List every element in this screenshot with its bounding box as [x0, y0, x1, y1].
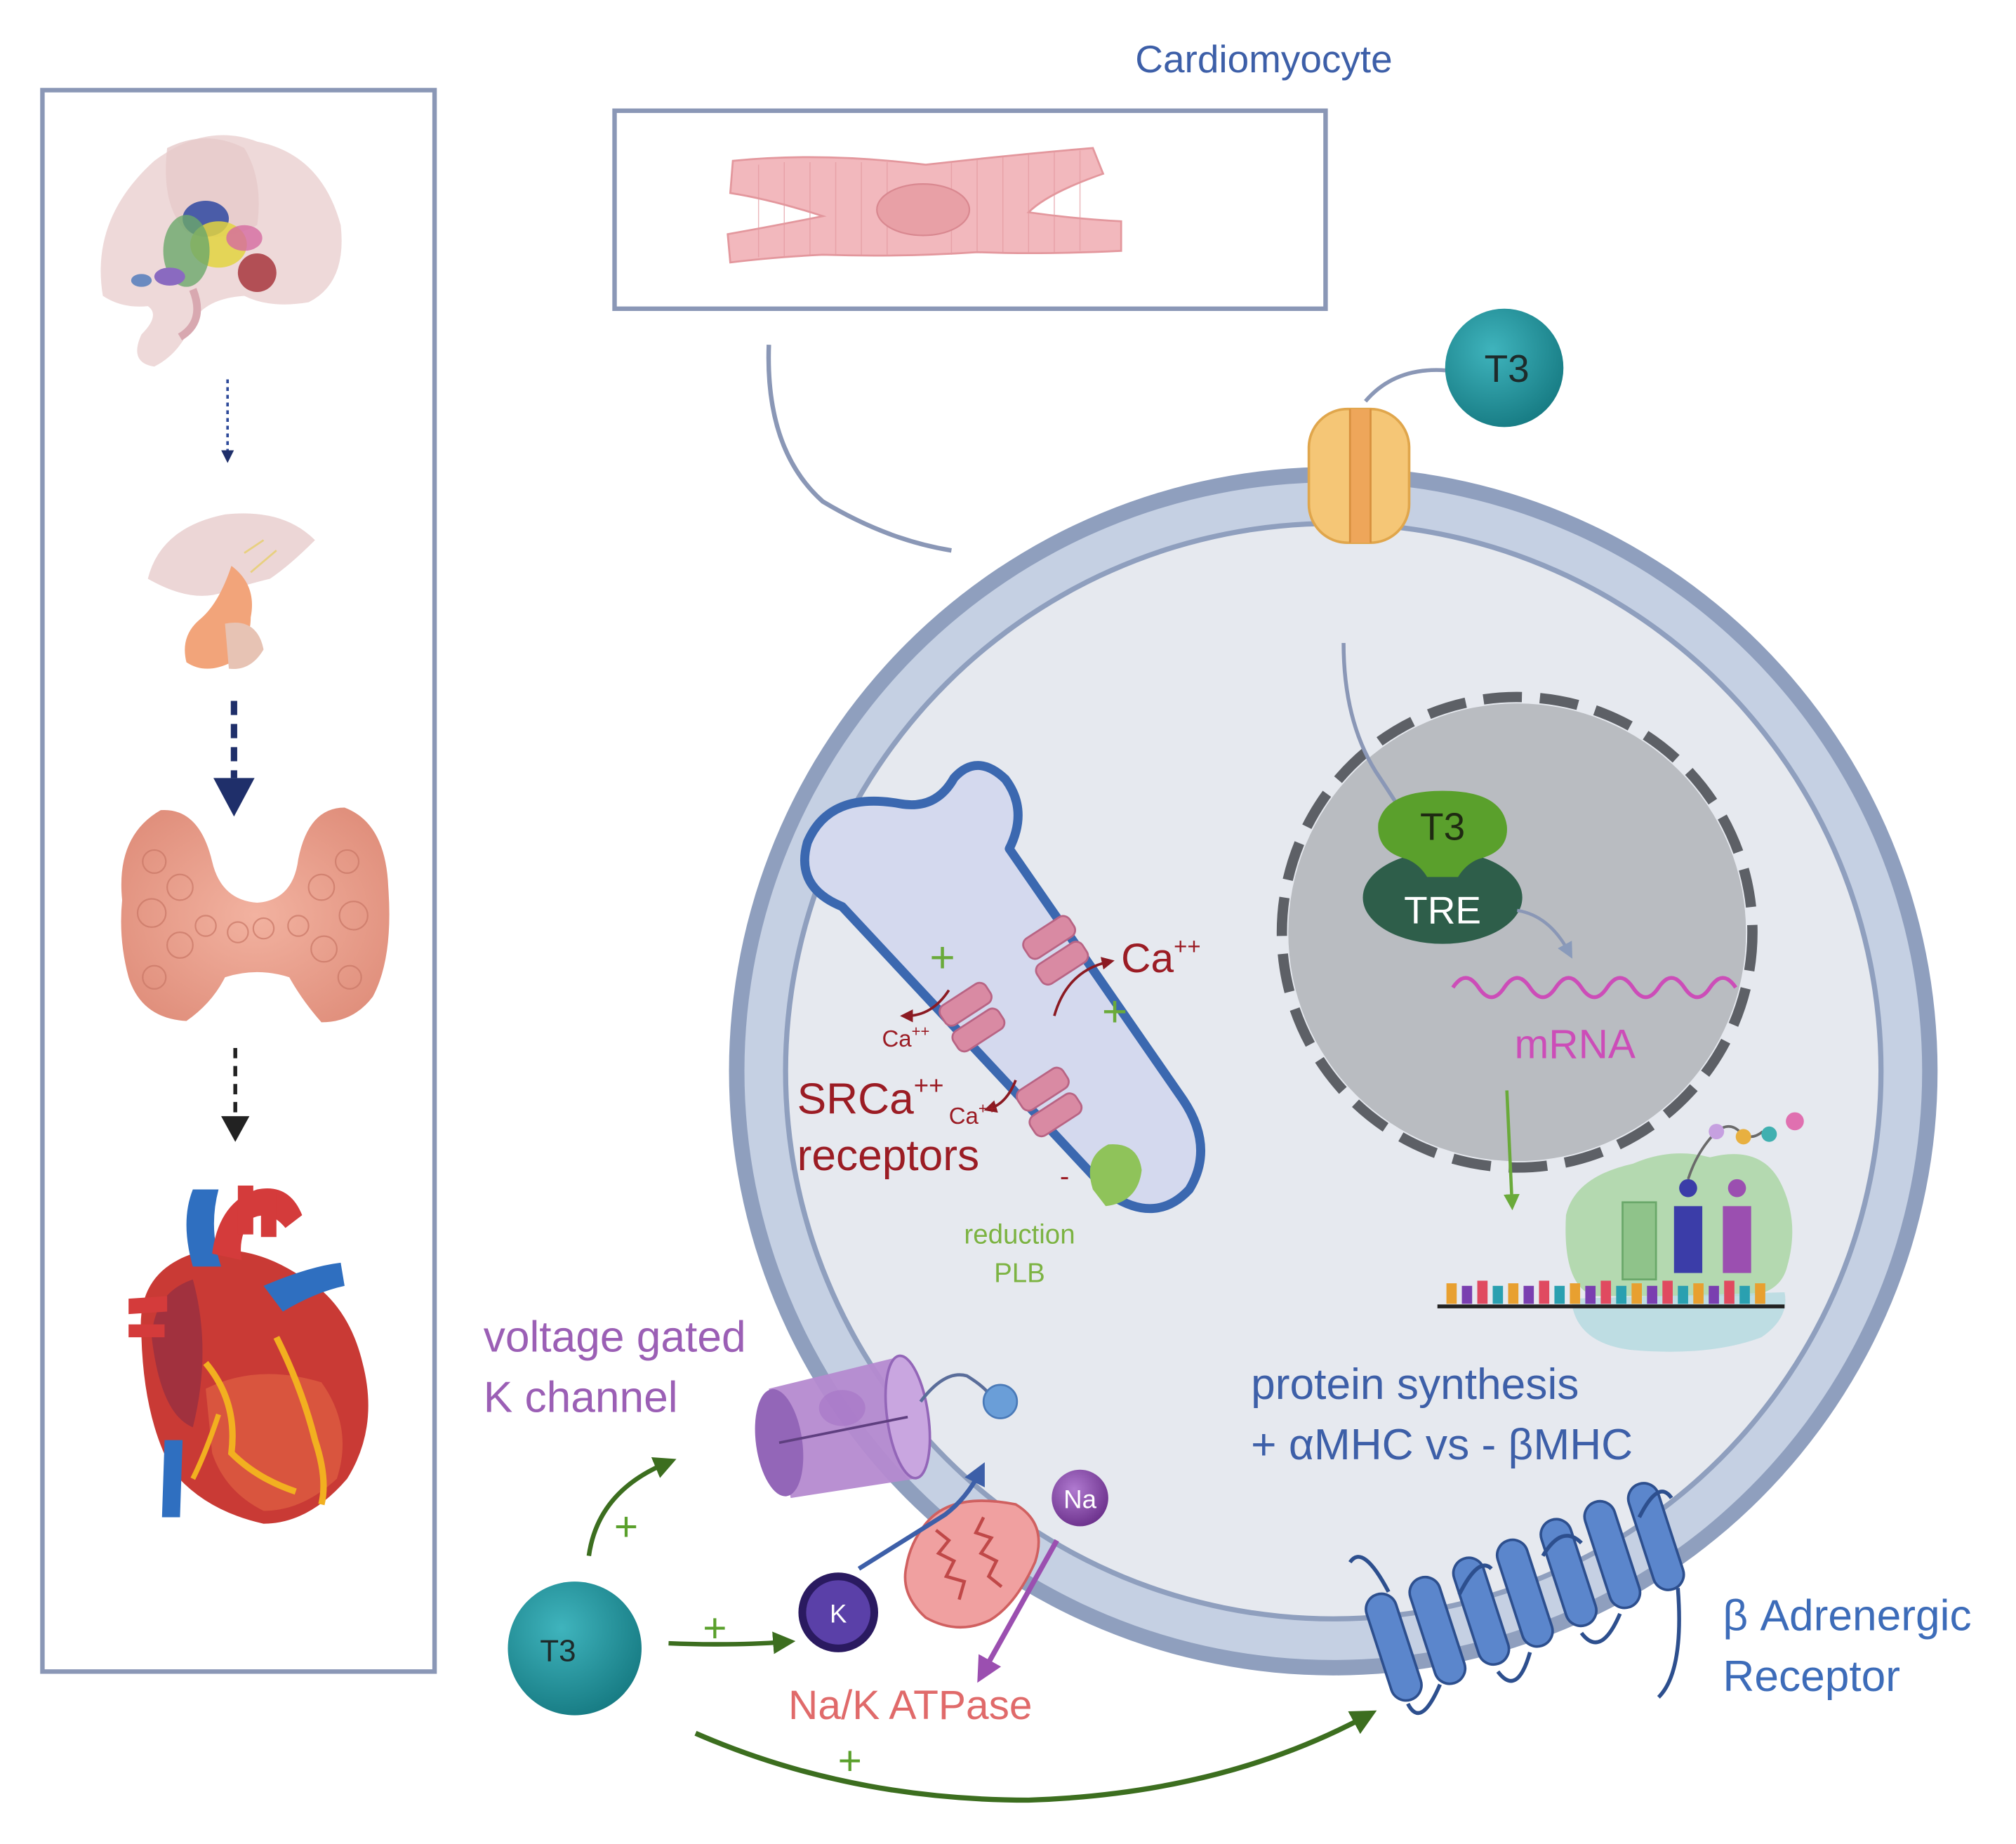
mrna-wave — [1451, 976, 1737, 1000]
membrane-transporter-icon — [1307, 407, 1411, 545]
ca-lower-label: Ca++ — [949, 1099, 997, 1129]
protein-synthesis-line1: protein synthesis — [1251, 1360, 1579, 1409]
na-ion-label: Na — [1063, 1485, 1096, 1514]
t3-hormone-top — [1445, 308, 1564, 427]
tre-label: TRE — [1404, 888, 1481, 931]
na-k-atpase-label: Na/K ATPase — [788, 1683, 1032, 1728]
beta-receptor-icon — [1348, 1482, 1685, 1716]
srca-receptors-line2: receptors — [797, 1132, 980, 1180]
mrna-label: mRNA — [1514, 1022, 1636, 1068]
na-ion — [1052, 1469, 1108, 1527]
plus-to-channel: + — [614, 1504, 638, 1550]
hpt-axis-panel — [40, 88, 437, 1674]
cardiomyocyte-inset: Cardiomyocyte — [612, 37, 1393, 553]
beta-receptor-line2: Receptor — [1723, 1652, 1900, 1701]
heart-icon — [128, 1185, 369, 1524]
t3-tre-complex: T3 TRE — [1362, 790, 1523, 944]
thyroid-icon — [121, 807, 390, 1023]
minus-plb: - — [1060, 1160, 1069, 1192]
plb-label: PLB — [994, 1258, 1045, 1288]
hypothalamus-icon — [100, 135, 342, 367]
t3-nucleus-label: T3 — [1420, 804, 1465, 848]
ca-upper-label: Ca++ — [1121, 933, 1200, 981]
reduction-label: reduction — [964, 1219, 1075, 1249]
plus-sr-left: + — [929, 934, 955, 982]
na-k-atpase-icon — [903, 1499, 1040, 1629]
t3-hormone-bottom — [508, 1581, 642, 1716]
voltage-gated-line1: voltage gated — [484, 1313, 746, 1361]
pituitary-icon — [147, 513, 315, 670]
k-channel-ball — [982, 1384, 1019, 1419]
k-ion-label: K — [830, 1600, 847, 1629]
plus-to-beta: + — [838, 1738, 862, 1784]
ribosome-icon — [1437, 1112, 1804, 1352]
plus-sr-right: + — [1102, 988, 1127, 1036]
k-channel-icon — [755, 1354, 931, 1499]
plus-to-k: + — [703, 1605, 727, 1651]
srca-receptors-line1: SRCa++ — [797, 1071, 944, 1123]
voltage-gated-line2: K channel — [484, 1373, 678, 1421]
t3-bottom-label: T3 — [540, 1634, 576, 1669]
beta-receptor-line1: β Adrenergic — [1723, 1592, 1971, 1640]
cardiomyocyte-cell-icon — [727, 147, 1122, 264]
protein-synthesis-line2: + αMHC vs - βMHC — [1251, 1421, 1633, 1469]
t3-membrane-label: T3 — [1485, 347, 1530, 390]
k-ion — [798, 1572, 879, 1652]
sarcoplasmic-reticulum-icon — [800, 761, 1205, 1214]
cardiomyocyte-title: Cardiomyocyte — [1135, 37, 1392, 81]
ca-left-label: Ca++ — [882, 1023, 930, 1052]
